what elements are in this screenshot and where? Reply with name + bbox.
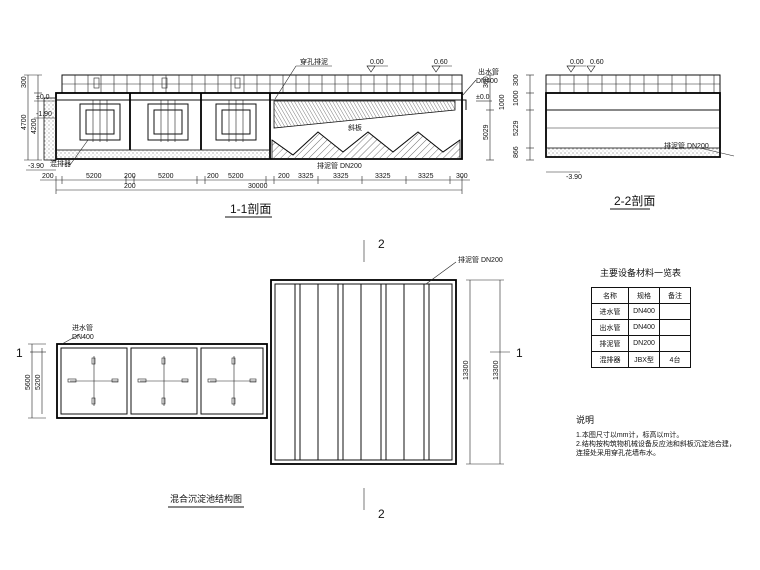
plan-dim-5600: 5600 [25,374,32,390]
cut-1-right: 1 [516,346,523,360]
label-inclined-plate: 斜板 [348,123,362,132]
equipment-table: 名称 规格 备注 进水管 DN400 出水管 DN400 排泥管 DN200 混… [591,287,691,368]
walkway-grid [62,75,462,93]
cut-1-left: 1 [16,346,23,360]
vdim-4700: 4700 [21,114,28,130]
bdim-7: 200 [278,173,290,180]
section-1-1-title: 1-1剖面 [230,202,271,216]
notes-heading: 说明 [576,415,595,425]
cut-2-top: 2 [378,237,385,251]
label-mixer: 混排器 [50,159,71,168]
table-header: 规格 [628,287,660,304]
table-cell: DN400 [628,303,660,320]
plan-dimension-lines [28,279,504,465]
table-row: 进水管 DN400 [591,303,691,320]
vdim-4200: 4200 [31,118,38,134]
right-dimension-lines [486,74,494,161]
label-sludge-pipe: 排泥管 DN200 [317,161,362,170]
vdim-r-300: 300 [483,76,490,88]
plan-plate-columns [294,284,430,460]
total-200: 200 [124,183,136,190]
bdim-2: 5200 [86,173,102,180]
table-cell [659,335,691,352]
level-left-3: -3.90 [28,163,44,170]
plan-inlet-dn: DN400 [72,334,94,341]
s22-vdim-3: 5229 [513,120,520,136]
plan-inlet-pipe: 进水管 [72,323,93,332]
bdim-5: 200 [207,173,219,180]
label-outlet-dn: DN400 [476,78,498,85]
level-left-2: -1.90 [36,111,52,118]
bdim-6: 5200 [228,173,244,180]
level-top-1: 0.00 [370,59,384,66]
bdim-1: 200 [42,173,54,180]
table-header: 名称 [591,287,629,304]
plan-mixing-tanks [56,343,268,419]
bdim-8: 3325 [298,173,314,180]
s22-level-2: 0.60 [590,59,604,66]
inclined-plates [273,100,456,129]
plan-dim-13300-a: 13300 [463,360,470,380]
table-row: 混排器 JBX型 4台 [591,351,691,368]
plan-view: 2 2 1 1 5600 5200 13300 13300 进水管 DN400 … [16,237,523,521]
level-markers [26,65,492,171]
cut-2-bottom: 2 [378,507,385,521]
table-cell [659,319,691,336]
total-30000: 30000 [248,183,268,190]
section-2-2-title: 2-2剖面 [614,194,655,208]
table-row: 排泥管 DN200 [591,335,691,352]
table-cell: 4台 [659,351,691,368]
plan-mixer-crosses [67,356,257,406]
table-cell: DN200 [628,335,660,352]
label-perforated-pipe: 穿孔排泥 [300,57,328,66]
s22-sludge-pipe: 排泥管 DN200 [664,141,709,150]
table-cell: 出水管 [591,319,629,336]
section-2-2: 0.00 0.60 -3.90 300 1000 5229 866 排泥管 DN… [513,59,735,210]
table-cell: DN400 [628,319,660,336]
bdim-9: 3325 [333,173,349,180]
s22-vdim-4: 866 [513,146,520,158]
bottom-dimension-lines [40,176,470,194]
plan-dim-13300-b: 13300 [493,360,500,380]
table-cell: JBX型 [628,351,660,368]
label-outlet-pipe: 出水管 [478,67,499,76]
bdim-11: 3325 [418,173,434,180]
level-left-1: ±0.0 [36,94,50,101]
s22-vdim-1: 300 [513,74,520,86]
s22-vdim-2: 1000 [513,90,520,106]
bdim-10: 3325 [375,173,391,180]
sludge-hoppers [271,131,461,160]
table-header-row: 名称 规格 备注 [591,287,691,304]
mixer-motors [93,77,241,89]
table-cell: 混排器 [591,351,629,368]
level-top-2: 0.60 [434,59,448,66]
bdim-4: 5200 [158,173,174,180]
bdim-3: 200 [124,173,136,180]
notes-line-1: 1.本图尺寸以mm计，标高以m计。 [576,432,684,439]
bdim-12: 300 [456,173,468,180]
table-cell [659,303,691,320]
level-right-1: ±0.0 [476,94,490,101]
vdim-r-5029: 5029 [483,124,490,140]
notes-line-2: 2.结构按构筑物机械设备反应池和斜板沉淀池合建， [576,441,736,448]
plan-title: 混合沉淀池结构图 [170,493,242,504]
table-cell: 进水管 [591,303,629,320]
table-row: 出水管 DN400 [591,319,691,336]
s22-level-1: 0.00 [570,59,584,66]
plan-settling-tank [270,279,457,465]
plan-dim-5200: 5200 [35,374,42,390]
section-1-1: 0.00 0.60 ±0.0 ±0.0 -1.90 -3.90 4700 300… [21,57,506,218]
equipment-table-title: 主要设备材料一览表 [600,267,681,278]
s22-level-3: -3.90 [566,174,582,181]
table-cell: 排泥管 [591,335,629,352]
plan-sludge-pipe: 排泥管 DN200 [458,255,503,264]
left-dimension-lines [24,74,42,161]
vdim-r-1000: 1000 [499,94,506,110]
table-header: 备注 [659,287,691,304]
notes-line-3: 连接处采用穿孔花墙布水。 [576,450,660,457]
vdim-300: 300 [21,76,28,88]
mixer-floor [55,149,271,160]
